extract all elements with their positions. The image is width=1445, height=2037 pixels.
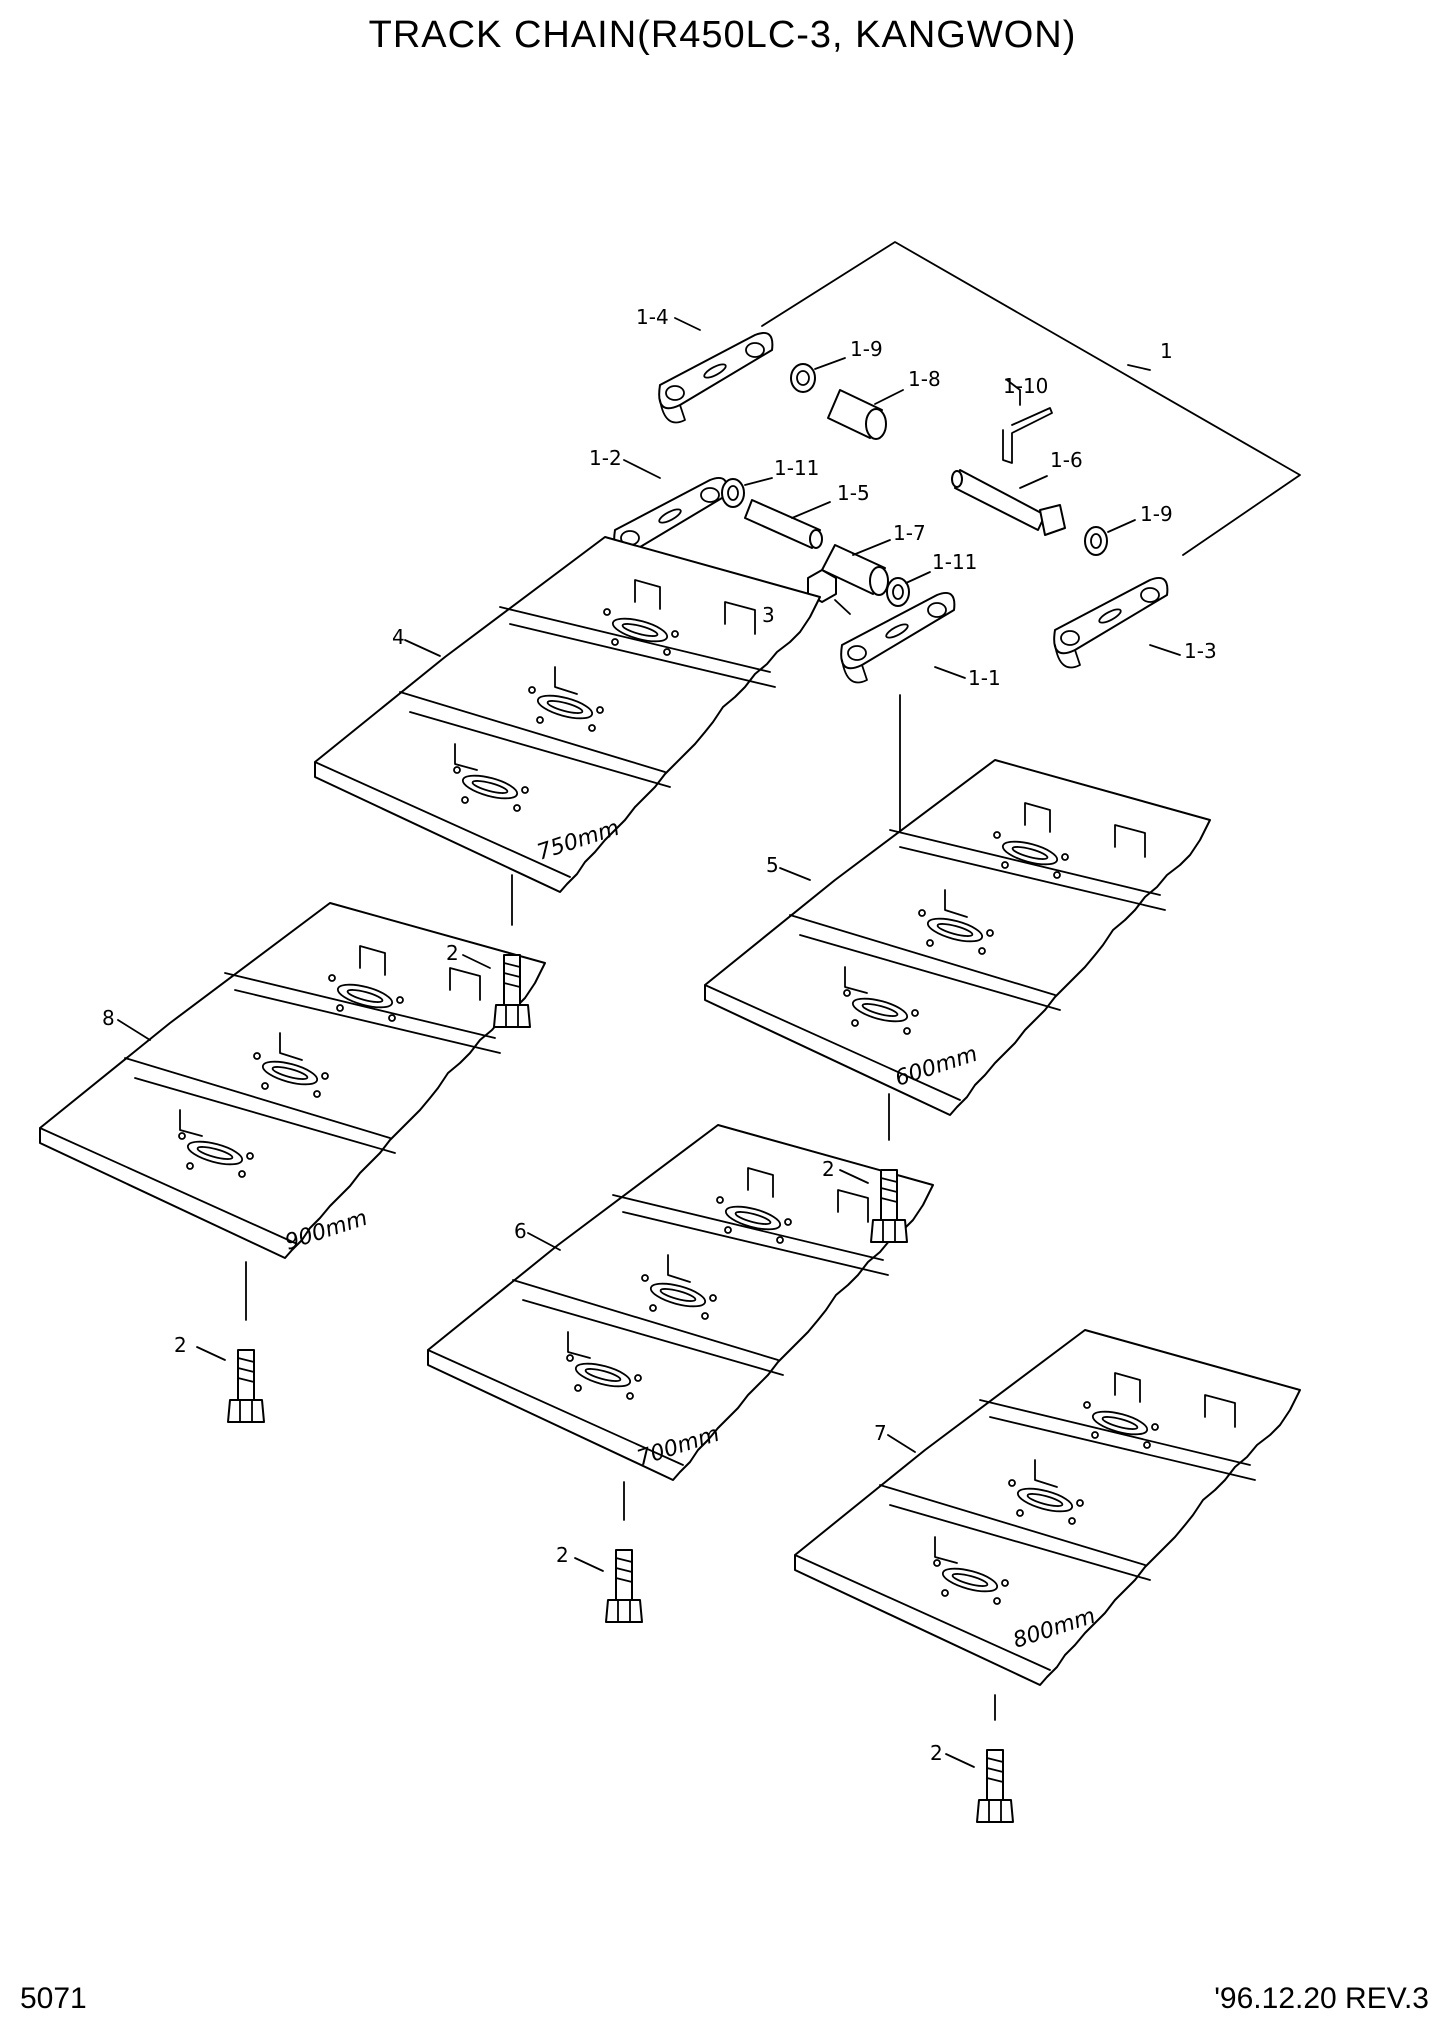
callout-8: 8 <box>102 1006 115 1030</box>
callout-2-d: 2 <box>556 1543 569 1567</box>
callout-2-a: 2 <box>446 941 459 965</box>
callout-2-b: 2 <box>822 1157 835 1181</box>
callout-1-2: 1-2 <box>589 446 622 470</box>
page-number: 5071 <box>20 1982 87 2015</box>
callout-2-e: 2 <box>930 1741 943 1765</box>
callout-1-11-a: 1-11 <box>774 456 819 480</box>
callout-1-3: 1-3 <box>1184 639 1217 663</box>
callout-1-1: 1-1 <box>968 666 1001 690</box>
callout-1-5: 1-5 <box>837 481 870 505</box>
callout-1: 1 <box>1160 339 1173 363</box>
callout-3: 3 <box>762 603 775 627</box>
callout-7: 7 <box>874 1421 887 1445</box>
callout-1-11-b: 1-11 <box>932 550 977 574</box>
callout-6: 6 <box>514 1219 527 1243</box>
callout-4: 4 <box>392 625 405 649</box>
callout-1-9: 1-9 <box>850 337 883 361</box>
callout-1-8: 1-8 <box>908 367 941 391</box>
callout-1-10: 1-10 <box>1003 374 1048 398</box>
callout-1-9-b: 1-9 <box>1140 502 1173 526</box>
page-title: TRACK CHAIN(R450LC-3, KANGWON) <box>368 14 1077 56</box>
revision-date: '96.12.20 REV.3 <box>1214 1982 1429 2015</box>
callout-1-7: 1-7 <box>893 521 926 545</box>
callout-5: 5 <box>766 853 779 877</box>
callout-1-6: 1-6 <box>1050 448 1083 472</box>
callout-1-4: 1-4 <box>636 305 669 329</box>
callout-2-c: 2 <box>174 1333 187 1357</box>
